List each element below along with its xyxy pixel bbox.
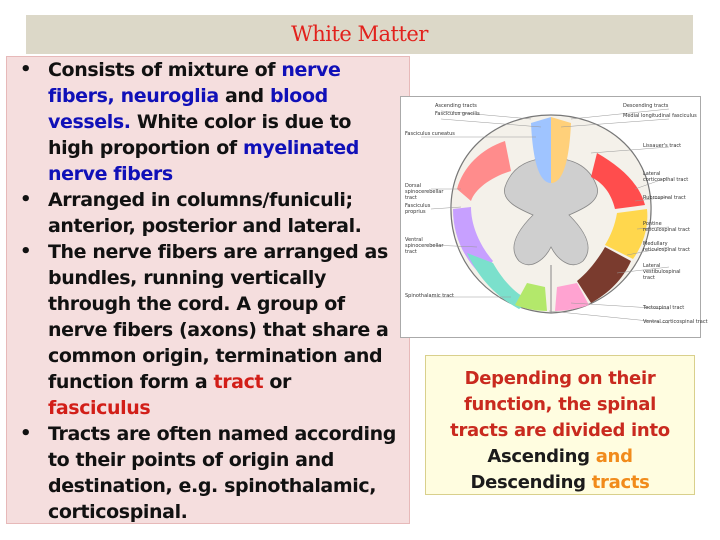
fig-label-dorsal-spinocerebellar: Dorsal spinocerebellar tract xyxy=(405,183,444,201)
fig-label-rubrospinal: Rubrospinal tract xyxy=(643,195,686,201)
bullet-text-segment: Tracts are often named according to thei… xyxy=(48,423,396,523)
title-bar: White Matter xyxy=(26,15,693,54)
fig-label-vestibulospinal: Lateral vestibulospinal tract xyxy=(643,263,681,281)
bullet-dot-icon: • xyxy=(20,423,32,444)
fig-label-medullary: Medullary reticulospinal tract xyxy=(643,241,690,253)
bullet-item: • Tracts are often named according to the… xyxy=(7,421,397,525)
callout-line-4: Ascending and xyxy=(426,444,694,470)
fig-label-tectospinal: Tectospinal tract xyxy=(643,305,685,311)
bullet-text-segment: fasciculus xyxy=(48,397,151,419)
bullet-text-segment: and xyxy=(218,85,270,107)
callout-tracts: tracts xyxy=(591,472,650,493)
spinal-cord-svg xyxy=(421,108,670,324)
bullet-text-segment: White color is due to high proportion of xyxy=(48,111,352,159)
fig-label-spinothalamic: Spinothalamic tract xyxy=(405,293,454,299)
bullet-text-segment: Consists of mixture of xyxy=(48,59,282,81)
callout-line-5: Descending tracts xyxy=(426,470,694,496)
callout-text: Depending on their function, the spinal … xyxy=(426,366,694,496)
bullet-item: • Consists of mixture of nerve fibers, ne… xyxy=(7,57,397,187)
fig-label-cuneatus: Fasciculus cuneatus xyxy=(405,131,455,137)
fig-label-descending: Descending tracts xyxy=(623,103,669,109)
bullet-item: • Arranged in columns/funiculi; anterior,… xyxy=(7,187,397,239)
bullet-item: • The nerve fibers are arranged as bundle… xyxy=(7,239,397,421)
fig-label-mlf: Medial longitudinal fasciculus xyxy=(623,113,697,119)
fig-label-lissauer: Lissauer's tract xyxy=(643,143,682,149)
bullet-dot-icon: • xyxy=(20,189,32,210)
bullet-dot-icon: • xyxy=(20,241,32,262)
bullet-dot-icon: • xyxy=(20,59,32,80)
fig-label-ventral-corticospinal: Ventral corticospinal tract xyxy=(643,319,708,325)
callout-line-1: Depending on their xyxy=(464,368,656,389)
bullet-list: • Consists of mixture of nerve fibers, ne… xyxy=(7,57,397,525)
bullet-text-segment: The nerve fibers are arranged as bundles… xyxy=(48,241,389,393)
callout-descending: Descending xyxy=(470,472,586,493)
fig-label-lateral-corticospinal: Lateral corticospinal tract xyxy=(643,171,689,183)
callout-line-3: tracts are divided into xyxy=(450,420,670,441)
bullet-text-segment: blood vessels. xyxy=(48,85,328,133)
fig-label-ascending: Ascending tracts xyxy=(435,103,477,109)
callout-and: and xyxy=(595,446,633,467)
spinal-cord-diagram: Ascending tracts Fasciculus gracilis Fas… xyxy=(400,96,708,338)
fig-label-ventral-spinocerebellar: Ventral spinocerebellar tract xyxy=(405,237,444,255)
callout-ascending: Ascending xyxy=(487,446,590,467)
bullet-text-segment: tract xyxy=(213,371,264,393)
summary-callout: Depending on their function, the spinal … xyxy=(425,355,695,495)
bullet-text-segment: myelinated nerve fibers xyxy=(48,137,359,185)
fig-label-proprius: Fasciculus proprius xyxy=(405,203,431,215)
slide-title: White Matter xyxy=(291,22,428,46)
callout-line-2: function, the spinal xyxy=(464,394,656,415)
bullet-text-segment: nerve fibers, neuroglia xyxy=(48,59,341,107)
bullet-text-segment: Arranged in columns/funiculi; anterior, … xyxy=(48,189,362,237)
fig-label-gracilis: Fasciculus gracilis xyxy=(435,111,480,117)
fig-label-pontine: Pontine reticulospinal tract xyxy=(643,221,690,233)
bullet-panel: • Consists of mixture of nerve fibers, ne… xyxy=(6,56,410,524)
bullet-text-segment: or xyxy=(263,371,291,393)
